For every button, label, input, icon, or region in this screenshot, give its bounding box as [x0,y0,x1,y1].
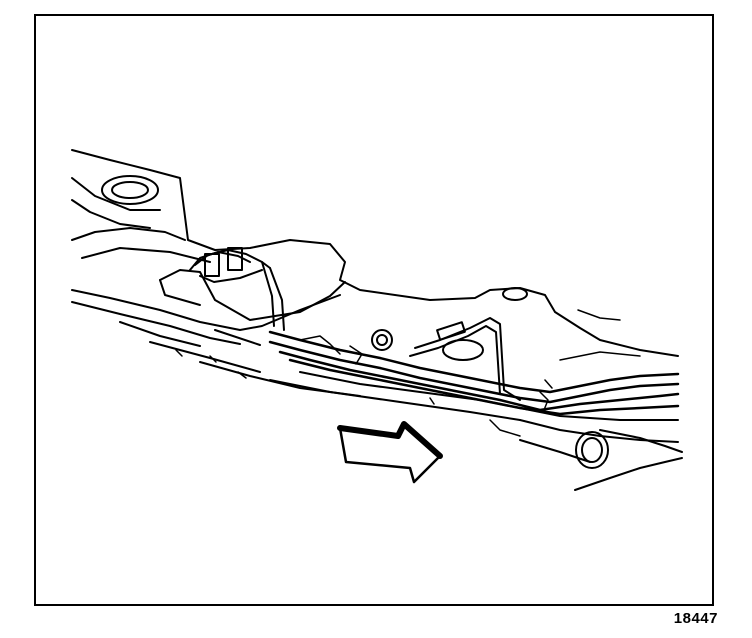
evap-line [409,317,521,401]
fuel-tank [159,269,346,346]
fuel-pump-bracket [189,247,285,331]
figure-number: 18447 [673,610,718,627]
figure-frame [34,14,714,606]
crossmember-details [175,309,641,437]
direction-arrow-icon [337,421,443,484]
round-openings [101,175,609,469]
chassis-frame [71,149,683,491]
